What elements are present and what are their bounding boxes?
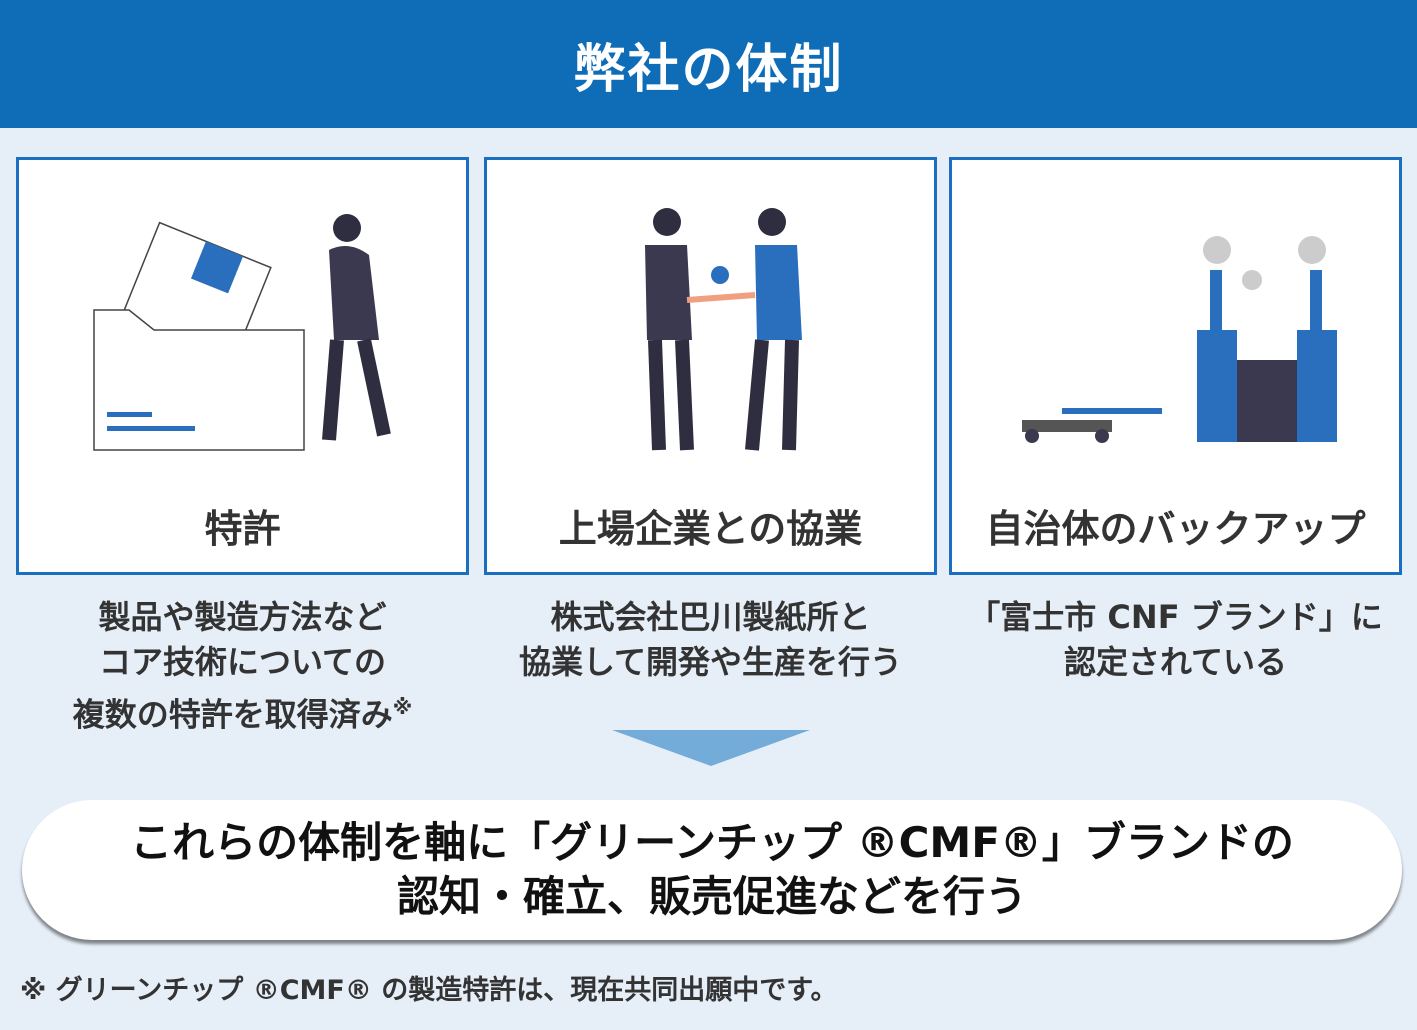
patent-illustration [93, 214, 391, 451]
desc-line: 製品や製造方法など [98, 598, 387, 636]
factory-illustration [1022, 236, 1337, 443]
desc-line: コア技術についての [98, 643, 387, 681]
handshake-illustration [645, 208, 802, 451]
page-title: 弊社の体制 [573, 39, 844, 100]
desc-line: 認定されている [1063, 643, 1288, 681]
summary-line: 認知・確立、販売促進などを行う [396, 872, 1027, 921]
patent-description: 製品や製造方法など コア技術についての 複数の特許を取得済み※ [16, 595, 469, 738]
header-banner: 弊社の体制 [0, 0, 1417, 128]
desc-line: 株式会社巴川製紙所と [550, 598, 871, 636]
collaboration-description: 株式会社巴川製紙所と 協業して開発や生産を行う [484, 595, 937, 685]
government-description: 「富士市 CNF ブランド」に 認定されている [949, 595, 1402, 685]
card-title: 上場企業との協業 [558, 507, 863, 551]
card-government: 自治体のバックアップ [949, 157, 1402, 575]
down-arrow-icon [612, 730, 810, 766]
summary-box: これらの体制を軸に「グリーンチップ ®CMF®」ブランドの 認知・確立、販売促進… [22, 800, 1402, 940]
card-title: 特許 [204, 507, 281, 551]
card-patent: 特許 [16, 157, 469, 575]
card-title: 自治体のバックアップ [985, 507, 1366, 551]
desc-line: 協業して開発や生産を行う [518, 643, 903, 681]
footnote: ※ グリーンチップ ®CMF® の製造特許は、現在共同出願中です。 [20, 975, 838, 1006]
desc-line: 複数の特許を取得済み [72, 695, 393, 734]
card-collaboration: 上場企業との協業 [484, 157, 937, 575]
footnote-mark: ※ [392, 695, 413, 719]
summary-line: これらの体制を軸に「グリーンチップ ®CMF®」ブランドの [130, 818, 1294, 867]
desc-line: 「富士市 CNF ブランド」に [968, 598, 1383, 636]
